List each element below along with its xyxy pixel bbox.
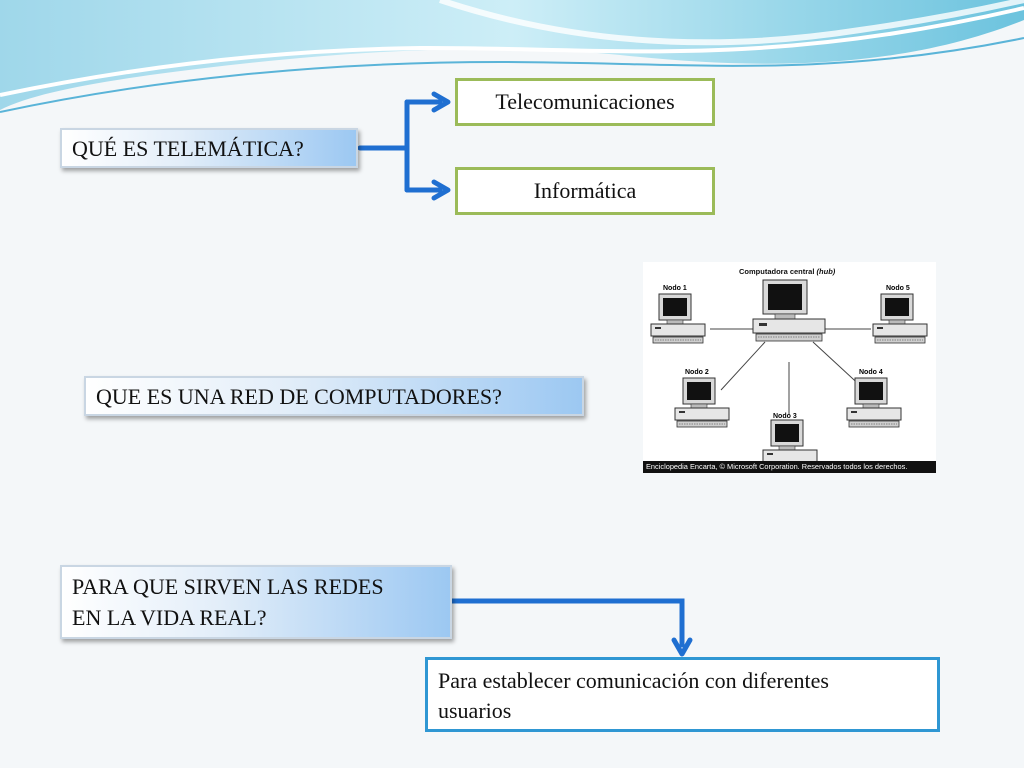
node-5-computer-icon	[872, 293, 928, 344]
answer-line-1: Para establecer comunicación con diferen…	[438, 668, 829, 693]
node-3-label: Nodo 3	[773, 413, 797, 420]
node-4-label: Nodo 4	[859, 369, 883, 376]
question-line-1: PARA QUE SIRVEN LAS REDES	[72, 574, 384, 599]
question-para-que-sirven: PARA QUE SIRVEN LAS REDES EN LA VIDA REA…	[60, 565, 452, 639]
node-4-computer-icon	[846, 377, 902, 428]
hub-computer-icon	[752, 279, 826, 342]
node-2-label: Nodo 2	[685, 369, 709, 376]
network-diagram: Computadora central (hub) Nodo 1 Nodo 5 …	[650, 267, 928, 470]
answer-line-2: usuarios	[438, 698, 512, 723]
hub-label: Computadora central (hub)	[739, 267, 836, 276]
network-diagram-image: Computadora central (hub) Nodo 1 Nodo 5 …	[643, 262, 936, 473]
node-1-label: Nodo 1	[663, 285, 687, 292]
answer-comunicacion: Para establecer comunicación con diferen…	[425, 657, 940, 732]
question-line-2: EN LA VIDA REAL?	[72, 605, 267, 630]
node-5-label: Nodo 5	[886, 285, 910, 292]
node-2-computer-icon	[674, 377, 730, 428]
question-telematica: QUÉ ES TELEMÁTICA?	[60, 128, 358, 168]
answer-telecomunicaciones: Telecomunicaciones	[455, 78, 715, 126]
node-1-computer-icon	[650, 293, 706, 344]
question-red-computadores: QUE ES UNA RED DE COMPUTADORES?	[84, 376, 584, 416]
answer-informatica: Informática	[455, 167, 715, 215]
image-caption: Enciclopedia Encarta, © Microsoft Corpor…	[643, 461, 936, 473]
